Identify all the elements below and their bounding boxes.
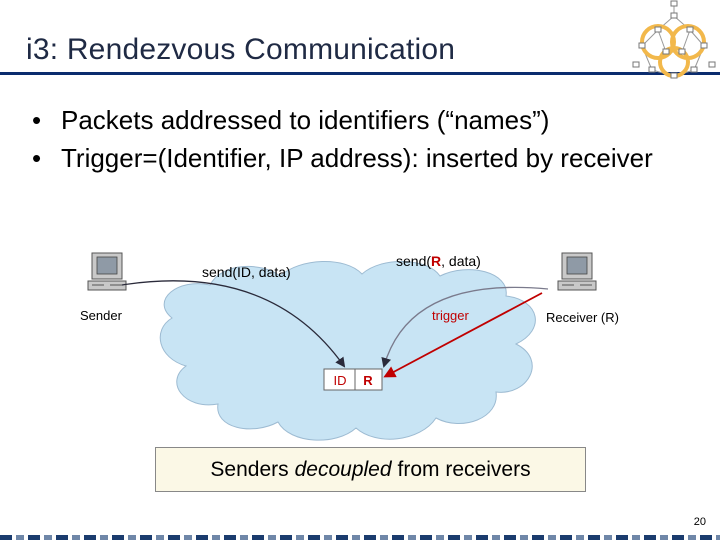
- receiver-label: Receiver (R): [546, 310, 619, 325]
- send-id-label: send(ID, data): [202, 264, 291, 280]
- send-r-prefix: send(: [396, 253, 431, 269]
- send-r-label: send(R, data): [396, 253, 481, 269]
- sender-computer-icon: [87, 252, 127, 291]
- bullet-item: Trigger=(Identifier, IP address): insert…: [30, 142, 690, 174]
- footer-strip: [0, 535, 720, 540]
- callout-emphasis: decoupled: [294, 457, 392, 481]
- trigger-entry-box: [323, 368, 383, 391]
- bullet-item: Packets addressed to identifiers (“names…: [30, 104, 690, 136]
- title-rule: [0, 72, 720, 75]
- send-id-arrow: [121, 280, 346, 368]
- callout-box: Senders decoupled from receivers: [155, 447, 586, 492]
- network-logo-icon: [632, 0, 716, 79]
- receiver-computer-icon: [557, 252, 597, 291]
- trigger-arrow: [383, 292, 543, 378]
- trigger-id: ID: [334, 373, 347, 388]
- trigger-label: trigger: [432, 308, 470, 323]
- callout-after: from receivers: [397, 457, 531, 481]
- page-number: 20: [693, 516, 706, 528]
- sender-label: Sender: [80, 308, 123, 323]
- send-r-highlight: R: [431, 253, 441, 269]
- send-r-arrow: [381, 286, 549, 368]
- trigger-addr: R: [363, 373, 373, 388]
- slide-title: i3: Rendezvous Communication: [26, 33, 456, 66]
- bullet-list: Packets addressed to identifiers (“names…: [30, 104, 690, 180]
- network-cloud: [159, 261, 536, 441]
- send-r-suffix: , data): [441, 253, 481, 269]
- callout-before: Senders: [210, 457, 289, 481]
